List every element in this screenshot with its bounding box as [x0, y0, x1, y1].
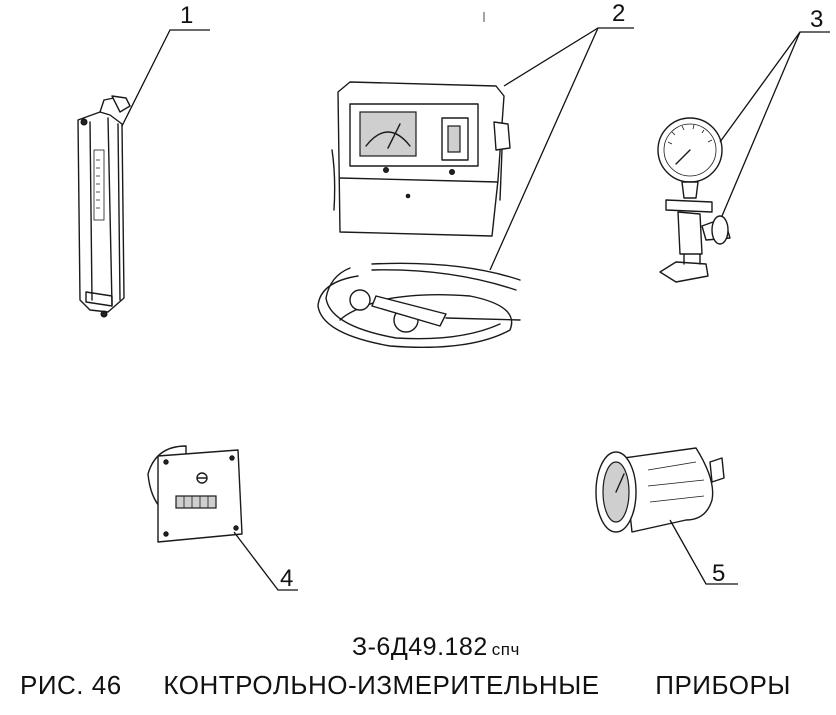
panel-counter-icon — [147, 445, 243, 543]
drawing-code-suffix: спч — [491, 640, 520, 659]
drawing-code-main: З-6Д49.182 — [352, 633, 488, 661]
pressure-gauge-with-valve-icon — [657, 117, 731, 283]
item-number-4: 4 — [280, 565, 294, 592]
indicator-unit-with-cable-icon — [317, 81, 521, 348]
item-number-1: 1 — [180, 2, 194, 29]
leader-line-1 — [121, 29, 210, 127]
u-tube-manometer-icon — [77, 95, 131, 318]
figure-label: РИС. 46 — [20, 670, 122, 700]
figure-caption: РИС. 46 КОНТРОЛЬНО-ИЗМЕРИТЕЛЬНЫЕ ПРИБОРЫ — [20, 670, 791, 701]
leader-line-3b — [721, 31, 801, 217]
caption-title-part1: КОНТРОЛЬНО-ИЗМЕРИТЕЛЬНЫЕ — [163, 670, 600, 700]
leader-line-4 — [233, 531, 298, 591]
leader-line-2a — [503, 27, 634, 87]
item-number-2: 2 — [612, 0, 626, 27]
item-number-3: 3 — [810, 6, 824, 33]
round-dial-instrument-icon — [595, 447, 725, 533]
leader-line-5 — [669, 519, 738, 585]
leader-line-2b — [489, 27, 599, 271]
item-number-5: 5 — [712, 560, 726, 587]
leader-line-3a — [719, 31, 830, 143]
caption-title-part2: ПРИБОРЫ — [655, 670, 791, 700]
